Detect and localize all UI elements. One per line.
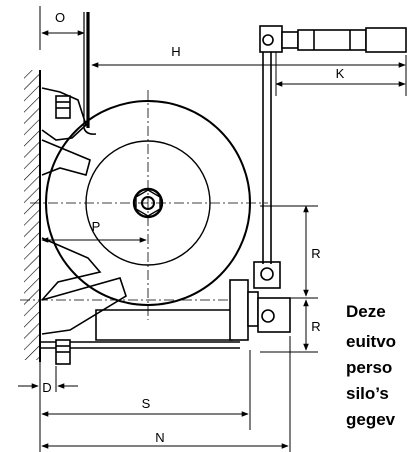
dimension-label-r-upper: R xyxy=(311,246,320,261)
dimension-labels: O H K P R R D S N xyxy=(42,10,344,445)
gearbox xyxy=(229,261,291,341)
wall-hatching xyxy=(24,70,41,362)
upper-mounting-bracket xyxy=(41,87,91,176)
dimension-label-k: K xyxy=(336,66,345,81)
crank-handle xyxy=(259,25,407,264)
dimension-lines xyxy=(18,6,407,452)
dimension-label-s: S xyxy=(142,396,151,411)
caption-line-5: gegev xyxy=(346,410,396,429)
dimension-label-n: N xyxy=(155,430,164,445)
dimension-label-h: H xyxy=(171,44,180,59)
caption-line-2: euitvo xyxy=(346,332,397,351)
dimension-label-p: P xyxy=(92,219,101,234)
winch-frame xyxy=(40,237,240,365)
caption-line-4: silo’s xyxy=(346,384,389,403)
caption-line-1: Deze xyxy=(346,302,386,321)
centre-lines xyxy=(20,90,268,320)
dimension-label-d: D xyxy=(42,380,51,395)
caption-line-3: perso xyxy=(346,358,393,377)
dimension-label-o: O xyxy=(55,10,65,25)
dimension-label-r-lower: R xyxy=(311,319,320,334)
